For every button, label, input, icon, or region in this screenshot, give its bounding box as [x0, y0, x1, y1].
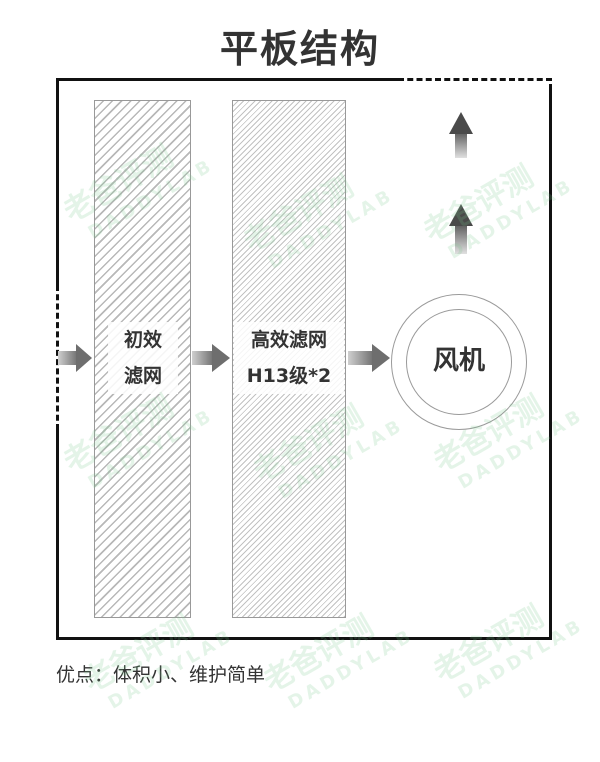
hepa-filter-label: 高效滤网 H13级*2 — [234, 322, 344, 394]
primary-filter-label-line2: 滤网 — [123, 365, 162, 387]
arrow-right-icon — [348, 344, 390, 372]
hepa-filter-label-line2: H13级*2 — [246, 365, 332, 387]
fan-label: 风机 — [432, 346, 485, 376]
outlet-dashed-line — [398, 78, 552, 81]
arrow-right-icon — [192, 344, 230, 372]
primary-filter-label: 初效 滤网 — [108, 322, 178, 394]
hepa-filter-label-line1: 高效滤网 — [250, 329, 327, 351]
arrow-up-icon — [449, 112, 473, 158]
arrow-up-icon — [449, 204, 473, 254]
advantage-note: 优点：体积小、维护简单 — [56, 664, 266, 686]
primary-filter-label-line1: 初效 — [123, 329, 162, 351]
inlet-arrow-icon — [58, 344, 92, 372]
inlet-dashed-line — [56, 285, 59, 430]
page-title: 平板结构 — [219, 27, 380, 71]
fan-inner-circle-icon — [406, 309, 512, 415]
